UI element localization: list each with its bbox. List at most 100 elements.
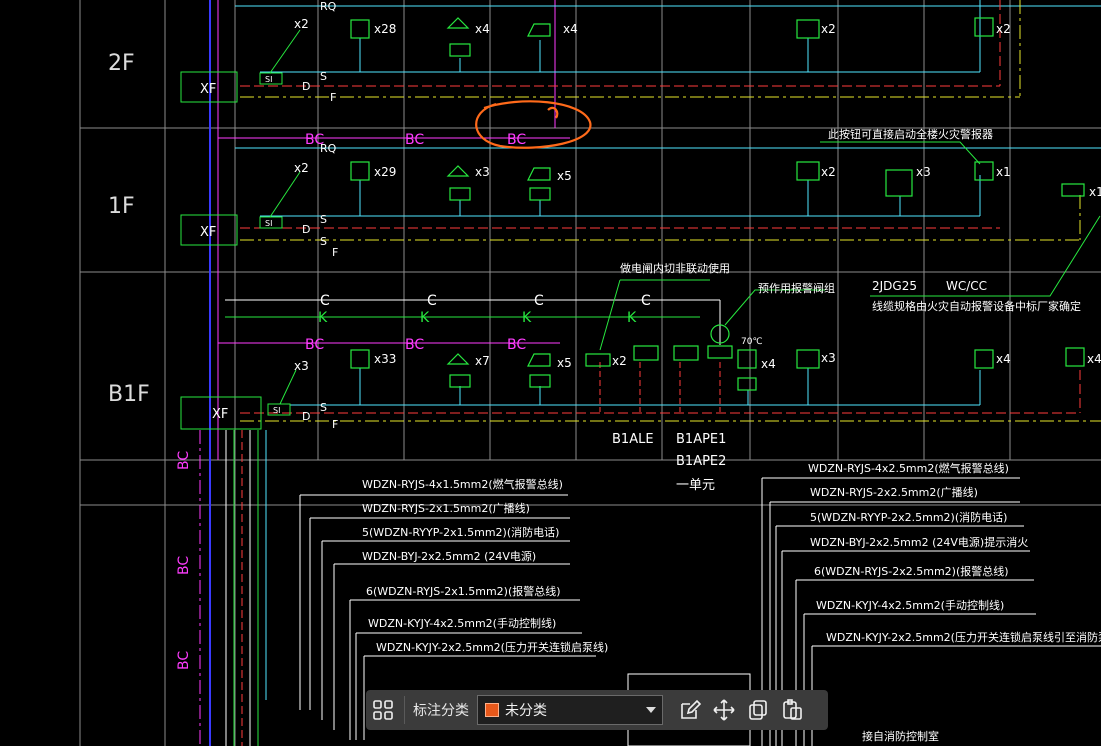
svg-text:x28: x28: [374, 22, 396, 36]
svg-text:预作用报警阀组: 预作用报警阀组: [758, 281, 835, 295]
smoke-detector-icon: [350, 19, 370, 39]
grid-icon[interactable]: [366, 693, 400, 727]
svg-text:x2: x2: [612, 354, 627, 368]
svg-text:WDZN-RYJS-2x1.5mm2(广播线): WDZN-RYJS-2x1.5mm2(广播线): [362, 501, 530, 515]
svg-text:BC: BC: [507, 337, 526, 353]
svg-text:BC: BC: [176, 556, 192, 575]
svg-text:接自消防控制室: 接自消防控制室: [862, 729, 939, 743]
copy-icon[interactable]: [741, 693, 775, 727]
svg-text:2JDG25: 2JDG25: [872, 279, 917, 293]
floor-label-b1f: B1F: [108, 382, 150, 407]
pressure-switch-icon: [710, 324, 730, 344]
risers: [199, 0, 556, 746]
devices: [350, 17, 1085, 391]
svg-text:x4: x4: [1087, 352, 1101, 366]
svg-text:x2: x2: [294, 17, 309, 31]
floor-label-1f: 1F: [108, 194, 135, 219]
notes: 此按钮可直接启动全楼火灾警报器 做电闸内切非联动使用 预作用报警阀组 70℃ 2…: [612, 127, 1081, 743]
svg-text:WDZN-KYJY-2x2.5mm2(压力开关连锁启泵线): WDZN-KYJY-2x2.5mm2(压力开关连锁启泵线): [376, 640, 608, 654]
paste-icon[interactable]: [775, 693, 809, 727]
sounder-icon: [446, 17, 470, 29]
svg-text:5(WDZN-RYYP-2x2.5mm2)(消防电话): 5(WDZN-RYYP-2x2.5mm2)(消防电话): [810, 510, 1007, 524]
svg-text:SI: SI: [265, 75, 272, 84]
svg-text:x4: x4: [761, 357, 776, 371]
svg-text:BC: BC: [405, 132, 424, 148]
category-select[interactable]: 未分类: [477, 695, 663, 725]
svg-text:x2: x2: [294, 161, 309, 175]
svg-text:XF: XF: [212, 407, 228, 422]
markup-toolbar: 标注分类 未分类: [366, 690, 828, 730]
svg-text:WDZN-KYJY-4x2.5mm2(手动控制线): WDZN-KYJY-4x2.5mm2(手动控制线): [816, 598, 1004, 612]
svg-text:D: D: [302, 223, 310, 236]
heat-detector-icon: [796, 19, 820, 39]
svg-text:B1APE2: B1APE2: [676, 454, 726, 469]
svg-text:B1ALE: B1ALE: [612, 432, 654, 447]
svg-text:一单元: 一单元: [676, 478, 715, 493]
svg-text:S: S: [320, 401, 327, 414]
svg-text:70℃: 70℃: [741, 337, 763, 347]
edit-icon[interactable]: [673, 693, 707, 727]
xf-panel-b1f[interactable]: XF: [180, 396, 262, 430]
svg-text:C: C: [641, 293, 651, 309]
floor-label-2f: 2F: [108, 51, 135, 76]
svg-text:x4: x4: [996, 352, 1011, 366]
floor-1f-buses: [218, 137, 1101, 241]
cable-labels-right: WDZN-RYJS-4x2.5mm2(燃气报警总线) WDZN-RYJS-2x2…: [808, 461, 1101, 644]
line-letters: RQ S D F RQ S D S F S D F: [302, 0, 338, 431]
markup-circle-annotation[interactable]: [475, 100, 592, 149]
manual-call-icon: [974, 17, 994, 37]
svg-text:x2: x2: [821, 165, 836, 179]
svg-text:K: K: [318, 310, 328, 326]
module-icon: [449, 43, 471, 57]
move-icon[interactable]: [707, 693, 741, 727]
si-module-b1f: SI: [267, 403, 291, 416]
si-module-1f: SI: [259, 216, 283, 229]
svg-text:S: S: [320, 235, 327, 248]
svg-text:RQ: RQ: [320, 0, 337, 13]
xf-panel-1f[interactable]: XF: [180, 214, 238, 246]
svg-text:x7: x7: [475, 354, 490, 368]
svg-text:K: K: [420, 310, 430, 326]
svg-text:C: C: [320, 293, 330, 309]
svg-text:BC: BC: [305, 132, 324, 148]
svg-text:x5: x5: [557, 169, 572, 183]
speaker-icon: [527, 23, 551, 37]
svg-text:RQ: RQ: [320, 142, 337, 155]
svg-text:WC/CC: WC/CC: [946, 279, 987, 293]
svg-text:C: C: [427, 293, 437, 309]
svg-text:SI: SI: [273, 406, 280, 415]
svg-text:x1: x1: [996, 165, 1011, 179]
floor-2f-buses: [235, 0, 1101, 98]
svg-text:WDZN-KYJY-4x2.5mm2(手动控制线): WDZN-KYJY-4x2.5mm2(手动控制线): [368, 616, 556, 630]
svg-text:D: D: [302, 410, 310, 423]
svg-text:BC: BC: [176, 451, 192, 470]
svg-text:WDZN-RYJS-4x1.5mm2(燃气报警总线): WDZN-RYJS-4x1.5mm2(燃气报警总线): [362, 477, 563, 491]
svg-text:B1APE1: B1APE1: [676, 432, 726, 447]
svg-text:x5: x5: [557, 356, 572, 370]
svg-text:此按钮可直接启动全楼火灾警报器: 此按钮可直接启动全楼火灾警报器: [828, 127, 993, 141]
svg-text:C: C: [534, 293, 544, 309]
category-color-swatch: [485, 703, 499, 717]
chevron-down-icon: [646, 707, 656, 713]
svg-text:F: F: [332, 246, 338, 259]
svg-text:x3: x3: [916, 165, 931, 179]
svg-text:6(WDZN-RYJS-2x1.5mm2)(报警总线): 6(WDZN-RYJS-2x1.5mm2)(报警总线): [366, 584, 561, 598]
device-counts: x2 x28 x4 x4 x2 x2 x2 x29 x3 x5 x2 x3 x1…: [294, 17, 1101, 373]
bc-labels: BC BC BC BC BC BC C C C C K K K K: [305, 132, 651, 353]
xf-panel-2f[interactable]: XF: [180, 71, 238, 103]
svg-text:x3: x3: [821, 351, 836, 365]
svg-text:WDZN-BYJ-2x2.5mm2 (24V电源)提示消火: WDZN-BYJ-2x2.5mm2 (24V电源)提示消火: [810, 535, 1028, 549]
svg-text:WDZN-RYJS-4x2.5mm2(燃气报警总线): WDZN-RYJS-4x2.5mm2(燃气报警总线): [808, 461, 1009, 475]
svg-text:K: K: [627, 310, 637, 326]
category-selected-value: 未分类: [505, 702, 547, 718]
svg-text:x3: x3: [475, 165, 490, 179]
svg-text:BC: BC: [176, 651, 192, 670]
svg-text:S: S: [320, 213, 327, 226]
svg-text:SI: SI: [265, 219, 272, 228]
svg-text:S: S: [320, 70, 327, 83]
floor-b1-buses: [218, 299, 1101, 422]
control-module-icon: [585, 353, 611, 367]
svg-text:x1: x1: [1089, 185, 1101, 199]
svg-text:x33: x33: [374, 352, 396, 366]
